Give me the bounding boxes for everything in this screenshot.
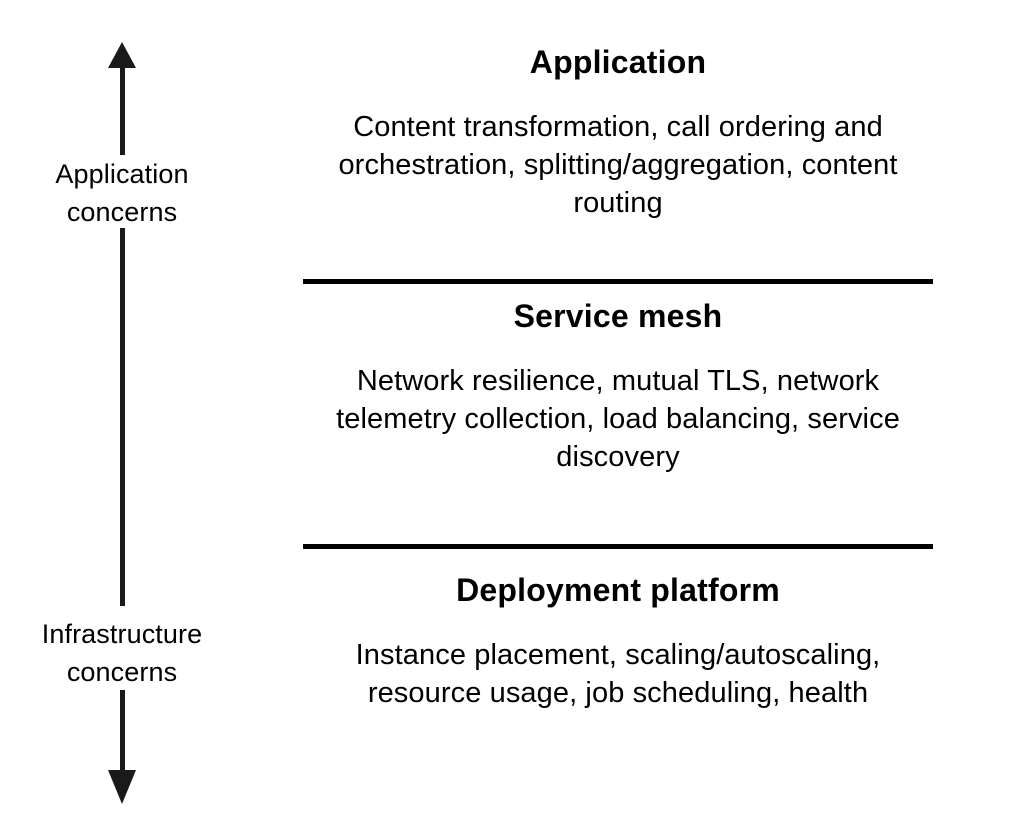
layer-deployment-platform: Deployment platform Instance placement, … <box>288 570 948 712</box>
layer-deployment-platform-title: Deployment platform <box>456 572 780 608</box>
layer-stack: Application Content transformation, call… <box>288 0 948 840</box>
axis-label-infrastructure-concerns-line1: Infrastructure <box>41 619 203 649</box>
layer-deployment-platform-description: Instance placement, scaling/autoscaling,… <box>355 639 881 709</box>
concerns-axis: Application concerns Infrastructure conc… <box>0 0 300 840</box>
axis-shaft-middle <box>120 228 125 606</box>
layer-service-mesh-title: Service mesh <box>513 298 723 334</box>
axis-label-application-concerns: Application concerns <box>0 155 244 231</box>
axis-label-infrastructure-concerns: Infrastructure concerns <box>0 615 244 691</box>
layer-service-mesh-description: Network resilience, mutual TLS, network … <box>336 365 900 473</box>
layer-application-description: Content transformation, call ordering an… <box>338 111 898 219</box>
layer-service-mesh: Service mesh Network resilience, mutual … <box>288 296 948 476</box>
axis-label-application-concerns-line1: Application <box>55 159 189 189</box>
axis-label-infrastructure-concerns-line2: concerns <box>66 657 178 687</box>
layer-application-title: Application <box>529 44 707 80</box>
layer-divider-service-mesh-deployment <box>303 544 933 549</box>
axis-label-application-concerns-line2: concerns <box>66 197 178 227</box>
layer-divider-application-service-mesh <box>303 279 933 284</box>
axis-shaft-upper <box>120 60 125 155</box>
axis-shaft-lower <box>120 690 125 772</box>
layer-application: Application Content transformation, call… <box>288 42 948 222</box>
arrow-head-down-icon <box>108 770 136 804</box>
